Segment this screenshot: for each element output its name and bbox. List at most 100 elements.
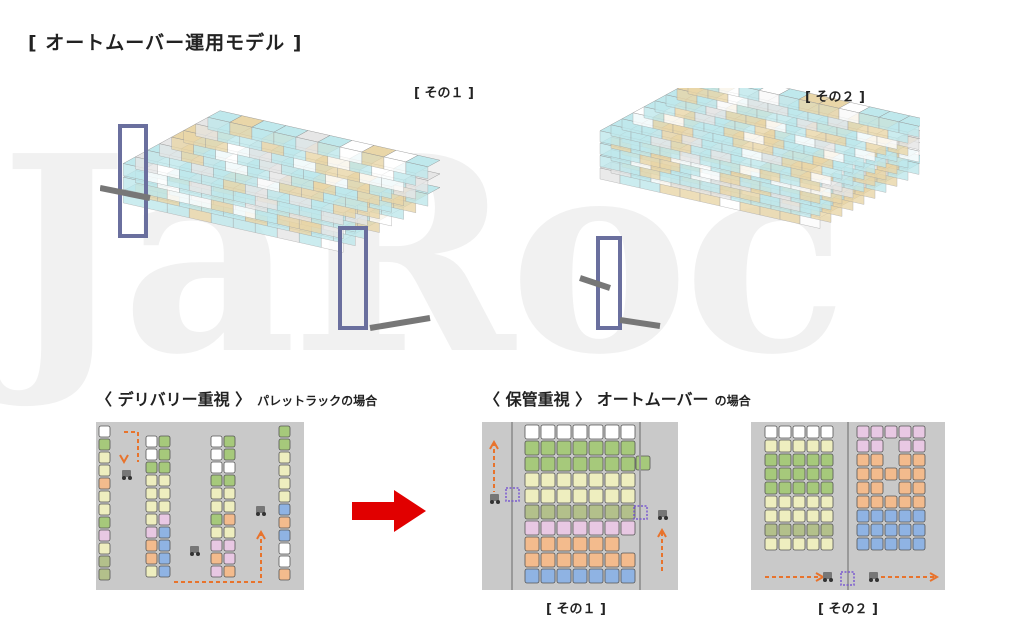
diagram-background (96, 422, 304, 590)
stacker-crane-icon (338, 226, 368, 330)
pallet-cell (158, 565, 171, 578)
pallet-cell (620, 424, 636, 440)
pallet-cell (820, 425, 834, 439)
pallet-cell (912, 453, 926, 467)
pallet-cell (588, 456, 604, 472)
layout-diagram-pallet-rack (96, 422, 304, 590)
pallet-cell (806, 523, 820, 537)
pallet-cell (620, 488, 636, 504)
pallet-cell (572, 536, 588, 552)
pallet-cell (278, 438, 291, 451)
pallet-cell (778, 425, 792, 439)
pallet-cell (210, 526, 223, 539)
pallet-cell (806, 481, 820, 495)
pallet-cell (870, 453, 884, 467)
pallet-cell (778, 495, 792, 509)
pallet-cell (556, 504, 572, 520)
path-arrowhead (489, 439, 499, 450)
pallet-cell (806, 467, 820, 481)
pallet-cell (806, 537, 820, 551)
pallet-cell (572, 504, 588, 520)
pallet-cell (524, 552, 540, 568)
pallet-cell (524, 536, 540, 552)
pallet-cell (764, 481, 778, 495)
pallet-cell (145, 539, 158, 552)
pallet-cell (145, 435, 158, 448)
delivery-heading: 〈 デリバリー重視 〉パレットラックの場合 (96, 386, 377, 410)
pallet-cell (540, 520, 556, 536)
pallet-cell (604, 568, 620, 584)
pallet-cell (98, 516, 111, 529)
pallet-cell (145, 500, 158, 513)
conveyor-icon (369, 315, 431, 331)
pallet-cell (898, 425, 912, 439)
pallet-cell (145, 487, 158, 500)
render-2-label: [ その２ ] (805, 90, 865, 105)
pallet-cell (884, 467, 898, 481)
pallet-cell (540, 456, 556, 472)
pallet-cell (98, 568, 111, 581)
path-arrowhead (657, 527, 667, 538)
pallet-cell (856, 425, 870, 439)
pallet-cell (278, 529, 291, 542)
pallet-cell (620, 520, 636, 536)
pallet-cell (870, 481, 884, 495)
pallet-cell (540, 536, 556, 552)
pallet-cell (223, 539, 236, 552)
pallet-cell (764, 523, 778, 537)
pallet-cell (524, 568, 540, 584)
pallet-cell (870, 509, 884, 523)
pallet-cell (884, 509, 898, 523)
pallet-cell (572, 568, 588, 584)
pallet-cell (572, 552, 588, 568)
forklift-icon (122, 470, 131, 477)
automover-icon (505, 487, 520, 502)
pallet-cell (820, 495, 834, 509)
pallet-cell (604, 536, 620, 552)
forklift-icon (658, 510, 667, 517)
pallet-cell (912, 523, 926, 537)
pallet-cell (158, 513, 171, 526)
pallet-cell (588, 472, 604, 488)
pallet-cell (912, 439, 926, 453)
pallet-cell (556, 488, 572, 504)
pallet-cell (556, 456, 572, 472)
pallet-cell (158, 526, 171, 539)
pallet-cell (572, 456, 588, 472)
pallet-cell (870, 425, 884, 439)
pallet-cell (556, 552, 572, 568)
stacker-crane-icon (118, 124, 148, 238)
pallet-cell (588, 504, 604, 520)
pallet-cell (158, 474, 171, 487)
pallet-cell (912, 467, 926, 481)
pallet-cell (223, 474, 236, 487)
pallet-cell (912, 495, 926, 509)
pallet-cell (870, 523, 884, 537)
pallet-cell (572, 472, 588, 488)
pallet-cell (620, 440, 636, 456)
pallet-cell (856, 509, 870, 523)
pallet-cell (223, 552, 236, 565)
pallet-cell (820, 439, 834, 453)
pallet-cell (884, 537, 898, 551)
pallet-cell (588, 568, 604, 584)
pallet-cell (856, 523, 870, 537)
pallet-cell (278, 503, 291, 516)
pallet-cell (556, 520, 572, 536)
pallet-cell (884, 495, 898, 509)
pallet-cell (278, 477, 291, 490)
pallet-cell (604, 552, 620, 568)
forklift-icon (190, 546, 199, 553)
pallet-cell (588, 488, 604, 504)
path-arrowhead (929, 572, 940, 582)
pallet-cell (856, 453, 870, 467)
pallet-cell (540, 440, 556, 456)
pallet-cell (278, 425, 291, 438)
pallet-cell (540, 552, 556, 568)
pallet-cell (223, 526, 236, 539)
pallet-cell (158, 539, 171, 552)
pallet-cell (792, 439, 806, 453)
pallet-cell (572, 424, 588, 440)
pallet-cell (778, 439, 792, 453)
storage-heading: 〈 保管重視 〉 オートムーバーの場合 (484, 386, 751, 410)
